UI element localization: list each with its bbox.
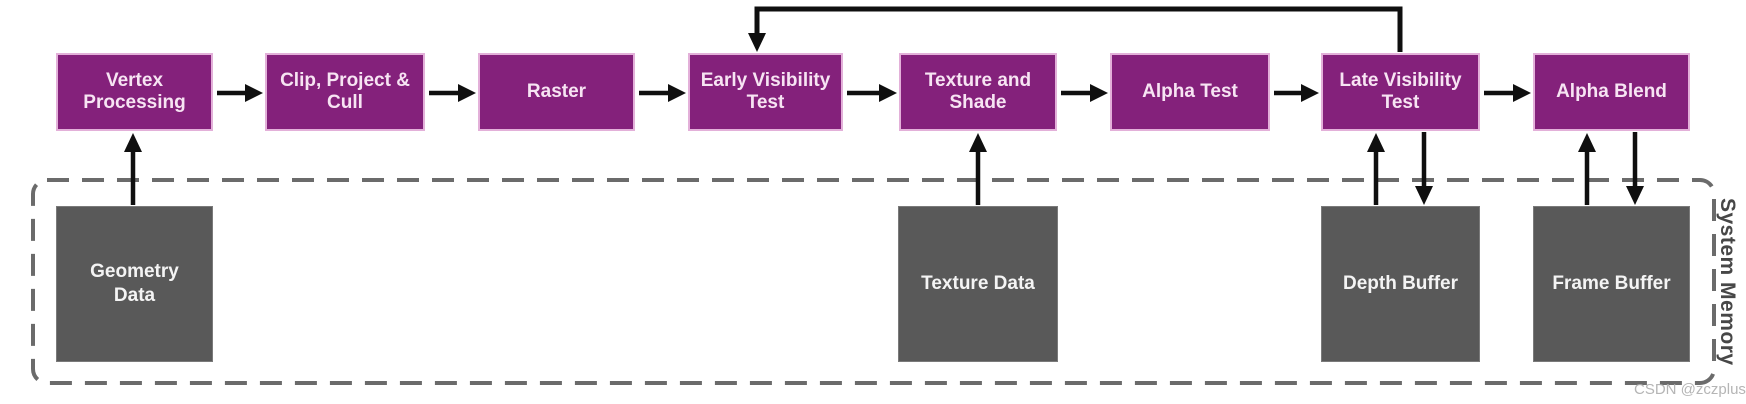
- edge-latevis-to-alphablend: [1484, 84, 1531, 102]
- edge-vertex-to-clip: [217, 84, 263, 102]
- stage-clip-project-cull: Clip, Project & Cull: [265, 53, 425, 131]
- edge-feedback-latevis-to-earlyvis: [748, 6, 1403, 52]
- memory-geometry-data: Geometry Data: [56, 206, 213, 362]
- memory-frame-buffer: Frame Buffer: [1533, 206, 1690, 362]
- edge-depthbuffer-to-latevis: [1367, 133, 1385, 205]
- edge-clip-to-raster: [429, 84, 476, 102]
- stage-texture-and-shade: Texture and Shade: [899, 53, 1057, 131]
- watermark: CSDN @zczplus: [1634, 381, 1746, 398]
- memory-depth-buffer: Depth Buffer: [1321, 206, 1480, 362]
- stage-alpha-test: Alpha Test: [1110, 53, 1270, 131]
- edge-texturedata-to-textureshade: [969, 133, 987, 205]
- system-memory-label: System Memory: [1716, 197, 1739, 366]
- system-memory-dashed-border: [31, 178, 1716, 385]
- stage-alpha-blend: Alpha Blend: [1533, 53, 1690, 131]
- edge-earlyvis-to-texture: [847, 84, 897, 102]
- edge-alphablend-to-framebuffer: [1626, 132, 1644, 205]
- stage-late-visibility-test: Late Visibility Test: [1321, 53, 1480, 131]
- edge-texture-to-alphatest: [1061, 84, 1108, 102]
- edge-raster-to-earlyvis: [639, 84, 686, 102]
- edge-alphatest-to-latevis: [1274, 84, 1319, 102]
- edge-framebuffer-to-alphablend: [1578, 133, 1596, 205]
- stage-raster: Raster: [478, 53, 635, 131]
- edge-geometry-to-vertex: [124, 133, 142, 205]
- memory-texture-data: Texture Data: [898, 206, 1058, 362]
- stage-early-visibility-test: Early Visibility Test: [688, 53, 843, 131]
- stage-vertex-processing: Vertex Processing: [56, 53, 213, 131]
- edge-latevis-to-depthbuffer: [1415, 132, 1433, 205]
